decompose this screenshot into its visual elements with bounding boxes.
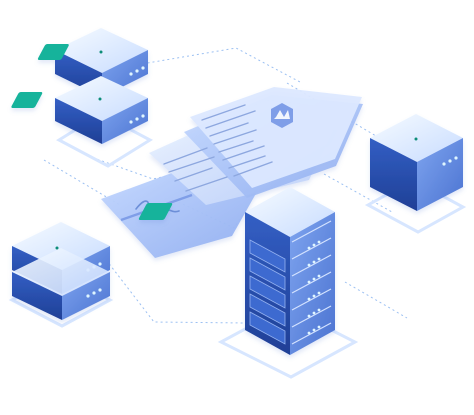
server-tower-center bbox=[138, 187, 335, 355]
document-top bbox=[190, 87, 362, 188]
server-stack-left-lower bbox=[12, 222, 110, 320]
server-tower-front-slots bbox=[249, 239, 286, 345]
connection-line-bottom-left bbox=[96, 247, 247, 324]
server-stack-top-left bbox=[11, 28, 148, 144]
server-tower-slots bbox=[291, 220, 332, 345]
document-text-lines bbox=[163, 104, 273, 192]
badge-icon bbox=[271, 103, 293, 128]
server-left-lower-bottom bbox=[12, 248, 110, 320]
server-tower-indicators bbox=[307, 240, 321, 335]
document-layers bbox=[101, 87, 363, 258]
server-top-left-lower bbox=[11, 76, 148, 144]
connection-line-bottom-right bbox=[344, 281, 408, 319]
